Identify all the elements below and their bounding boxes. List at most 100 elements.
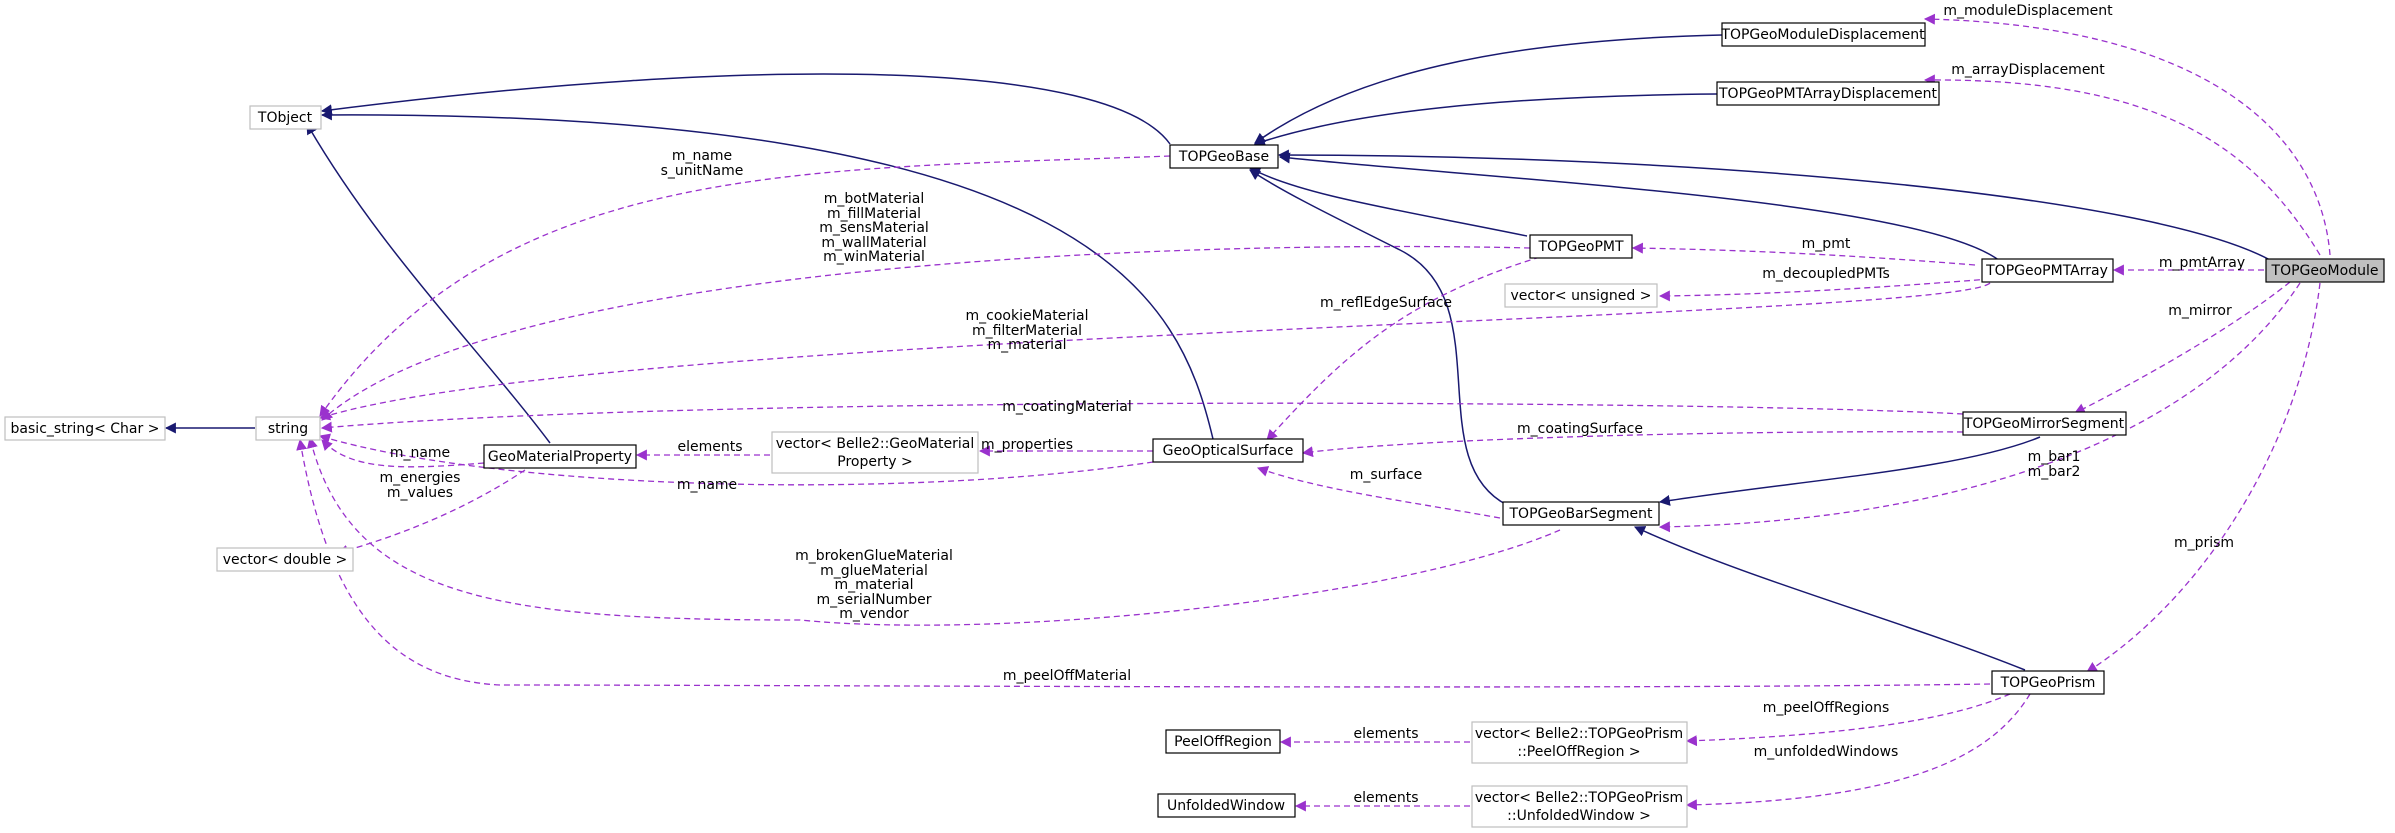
node-label: TOPGeoModuleDisplacement xyxy=(1720,27,1925,43)
label-m-unfoldedwindows: m_unfoldedWindows xyxy=(1754,744,1899,760)
node-string[interactable]: string xyxy=(255,416,321,441)
node-vector-unsigned[interactable]: vector< unsigned > xyxy=(1504,283,1658,308)
label-m-prism: m_prism xyxy=(2174,535,2234,551)
node-topgeopmtarraydisplacement[interactable]: TOPGeoPMTArrayDisplacement xyxy=(1716,81,1940,106)
node-label-line1: vector< Belle2::TOPGeoPrism xyxy=(1475,726,1683,742)
nodes: TOPGeoModuleDisplacement TOPGeoPMTArrayD… xyxy=(4,22,2385,828)
node-topgeobarsegment[interactable]: TOPGeoBarSegment xyxy=(1502,501,1660,526)
label-m-bar2: m_bar2 xyxy=(2028,464,2081,480)
node-label: TOPGeoBarSegment xyxy=(1509,506,1653,522)
edge-mirror-opticalsurface xyxy=(1301,431,1964,458)
label-bar-serialnumber: m_serialNumber xyxy=(817,592,932,608)
node-topgeoprism[interactable]: TOPGeoPrism xyxy=(1991,670,2105,695)
label-pmt-fillmaterial: m_fillMaterial xyxy=(827,206,921,222)
node-label-line1: vector< Belle2::TOPGeoPrism xyxy=(1475,790,1683,806)
node-vector-unfoldedwindow[interactable]: vector< Belle2::TOPGeoPrism ::UnfoldedWi… xyxy=(1471,785,1688,828)
node-label: TOPGeoModule xyxy=(2271,263,2379,279)
edge-module-bar xyxy=(1658,282,2301,533)
edge-topgeomodule-to-topgeobase xyxy=(1277,149,2271,261)
label-array-cookiematerial: m_cookieMaterial xyxy=(966,308,1089,324)
node-topgeomirrorsegment[interactable]: TOPGeoMirrorSegment xyxy=(1962,411,2127,436)
label-pmt-botmaterial: m_botMaterial xyxy=(824,191,924,207)
edge-moduledisplacement-to-topgeobase xyxy=(1254,34,1723,144)
edge-module-arraydisplacement xyxy=(1923,74,2321,256)
label-m-surface: m_surface xyxy=(1350,467,1422,483)
label-pmt-sensmaterial: m_sensMaterial xyxy=(819,220,929,236)
node-tobject[interactable]: TObject xyxy=(249,105,322,130)
node-label: string xyxy=(268,421,308,437)
node-vector-peeloffregion[interactable]: vector< Belle2::TOPGeoPrism ::PeelOffReg… xyxy=(1471,721,1688,764)
edge-module-mirror xyxy=(2074,281,2291,414)
node-vector-geomaterialproperty[interactable]: vector< Belle2::GeoMaterial Property > xyxy=(771,431,979,474)
node-label: TOPGeoPrism xyxy=(2000,675,2096,691)
edge-barsegment-to-topgeobase xyxy=(1249,169,1508,506)
edge-mirrorsegment-to-barsegment xyxy=(1658,436,2041,506)
label-m-pmt: m_pmt xyxy=(1802,236,1851,252)
label-array-material: m_material xyxy=(987,337,1066,353)
edge-pmtarray-pmt xyxy=(1631,242,1976,266)
edge-mirror-string xyxy=(320,402,1964,433)
node-topgeobase[interactable]: TOPGeoBase xyxy=(1169,144,1279,169)
node-label-line2: ::PeelOffRegion > xyxy=(1517,744,1640,760)
edge-pmt-opticalsurface xyxy=(1266,256,1541,441)
label-peel-elements: elements xyxy=(1353,726,1418,742)
label-base-m-name: m_name xyxy=(672,148,732,164)
label-array-filtermaterial: m_filterMaterial xyxy=(972,323,1082,339)
node-geomaterialproperty[interactable]: GeoMaterialProperty xyxy=(483,444,637,469)
node-label: TOPGeoPMTArrayDisplacement xyxy=(1718,86,1937,102)
edge-gmp-vector-double xyxy=(336,469,526,556)
label-m-arraydisplacement: m_arrayDisplacement xyxy=(1951,62,2105,78)
edge-prism-to-barsegment xyxy=(1634,526,2026,671)
node-unfoldedwindow[interactable]: UnfoldedWindow xyxy=(1157,793,1296,818)
edge-pmtarray-vector-unsigned xyxy=(1658,278,1991,302)
edge-opticalsurface-string xyxy=(318,433,1154,486)
node-label: TOPGeoPMTArray xyxy=(1985,263,2108,279)
node-label: vector< double > xyxy=(223,552,347,568)
edge-pmtarray-to-topgeobase xyxy=(1278,152,2001,262)
label-m-moduledisplacement: m_moduleDisplacement xyxy=(1943,3,2113,19)
label-m-peeloffregions: m_peelOffRegions xyxy=(1763,700,1890,716)
label-m-bar1: m_bar1 xyxy=(2028,449,2081,465)
node-topgeomodule[interactable]: TOPGeoModule xyxy=(2265,258,2385,283)
label-bar-material: m_material xyxy=(834,577,913,593)
node-topgeopmtarray[interactable]: TOPGeoPMTArray xyxy=(1981,258,2114,283)
edge-opticalsurface-to-tobject xyxy=(320,109,1214,440)
label-m-energies: m_energies xyxy=(380,470,461,486)
edge-topgeobase-to-tobject xyxy=(320,73,1171,145)
edge-prism-unfoldedwindows xyxy=(1685,693,2031,811)
edge-topgeobase-string xyxy=(319,155,1171,417)
node-geoopticalsurface[interactable]: GeoOpticalSurface xyxy=(1152,438,1304,463)
node-topgeomoduledisplacement[interactable]: TOPGeoModuleDisplacement xyxy=(1720,22,1926,47)
node-basic-string[interactable]: basic_string< Char > xyxy=(4,416,166,441)
node-label: TOPGeoBase xyxy=(1178,149,1269,165)
node-topgeopmt[interactable]: TOPGeoPMT xyxy=(1529,234,1633,259)
edge-labels: m_moduleDisplacement m_arrayDisplacement… xyxy=(380,3,2246,806)
node-label-line1: vector< Belle2::GeoMaterial xyxy=(776,436,974,452)
label-m-refledgesurface: m_reflEdgeSurface xyxy=(1320,295,1452,311)
node-label-line2: ::UnfoldedWindow > xyxy=(1507,808,1651,824)
label-gmp-m-name: m_name xyxy=(390,445,450,461)
label-m-coatingsurface: m_coatingSurface xyxy=(1517,421,1643,437)
edge-topgeopmt-to-topgeobase xyxy=(1249,167,1528,237)
node-label: TOPGeoMirrorSegment xyxy=(1963,416,2125,432)
edge-bar-opticalsurface xyxy=(1256,466,1501,519)
label-bar-brokengluematerial: m_brokenGlueMaterial xyxy=(795,548,953,564)
node-vector-double[interactable]: vector< double > xyxy=(216,547,354,572)
label-gos-m-name: m_name xyxy=(677,477,737,493)
label-m-decoupledpmts: m_decoupledPMTs xyxy=(1762,266,1890,282)
label-m-peeloffmaterial: m_peelOffMaterial xyxy=(1003,668,1131,684)
node-label: basic_string< Char > xyxy=(11,421,160,437)
node-label: TOPGeoPMT xyxy=(1537,239,1624,255)
node-label: TObject xyxy=(257,110,313,126)
node-label: vector< unsigned > xyxy=(1511,288,1652,304)
inheritance-edges xyxy=(164,34,2271,671)
edge-pmtarray-string xyxy=(318,282,1991,421)
node-peeloffregion[interactable]: PeelOffRegion xyxy=(1165,729,1281,754)
edge-prism-string xyxy=(296,438,1991,688)
label-unf-elements: elements xyxy=(1353,790,1418,806)
node-label-line2: Property > xyxy=(837,454,912,470)
node-label: PeelOffRegion xyxy=(1174,734,1272,750)
node-label: GeoMaterialProperty xyxy=(488,449,632,465)
edge-module-moduledisplacement xyxy=(1923,13,2331,256)
